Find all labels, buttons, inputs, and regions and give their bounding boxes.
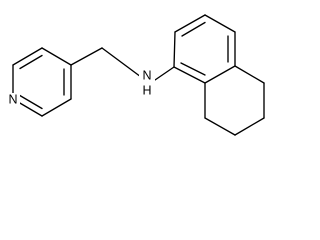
tetralin-aromatic-bond-3 xyxy=(204,14,236,33)
nitrogen-to-aromatic-ring-bond xyxy=(154,66,175,81)
pyridine-double-bond-1 xyxy=(19,54,43,70)
chemical-structure-diagram: N N H xyxy=(6,14,265,136)
pyridine-double-bond-3 xyxy=(18,94,43,110)
tetralin-aromatic-bond-1 xyxy=(173,31,176,68)
tetralin-saturated-bond-5 xyxy=(234,65,265,84)
tetralin-saturated-bond-3 xyxy=(234,117,265,136)
pyridine-bond-2 xyxy=(12,47,43,66)
amine-nitrogen-label: N xyxy=(142,68,151,82)
tetralin-aromatic-bond-2 xyxy=(174,14,206,33)
amine-hydrogen-mask xyxy=(139,82,155,98)
tetralin-saturated-bond-2 xyxy=(204,117,236,136)
amine-nitrogen-mask xyxy=(139,68,155,82)
structure-canvas: N N H xyxy=(6,14,265,136)
tetralin-double-bond-3 xyxy=(180,62,206,76)
tetralin-aromatic-bond-5 xyxy=(204,65,236,84)
tetralin-double-bond-1 xyxy=(181,21,206,37)
tetralin-aromatic-bond-6 xyxy=(173,66,206,84)
pyridine-nitrogen-label: N xyxy=(8,92,17,106)
pyridine-bond-5 xyxy=(41,98,72,117)
amine-hydrogen-label: H xyxy=(142,83,151,97)
pyridine-nitrogen-mask xyxy=(6,93,20,107)
ring-to-methylene-bond xyxy=(70,47,103,66)
pyridine-bond-3 xyxy=(41,47,72,66)
methylene-to-nitrogen-bond xyxy=(101,47,142,78)
